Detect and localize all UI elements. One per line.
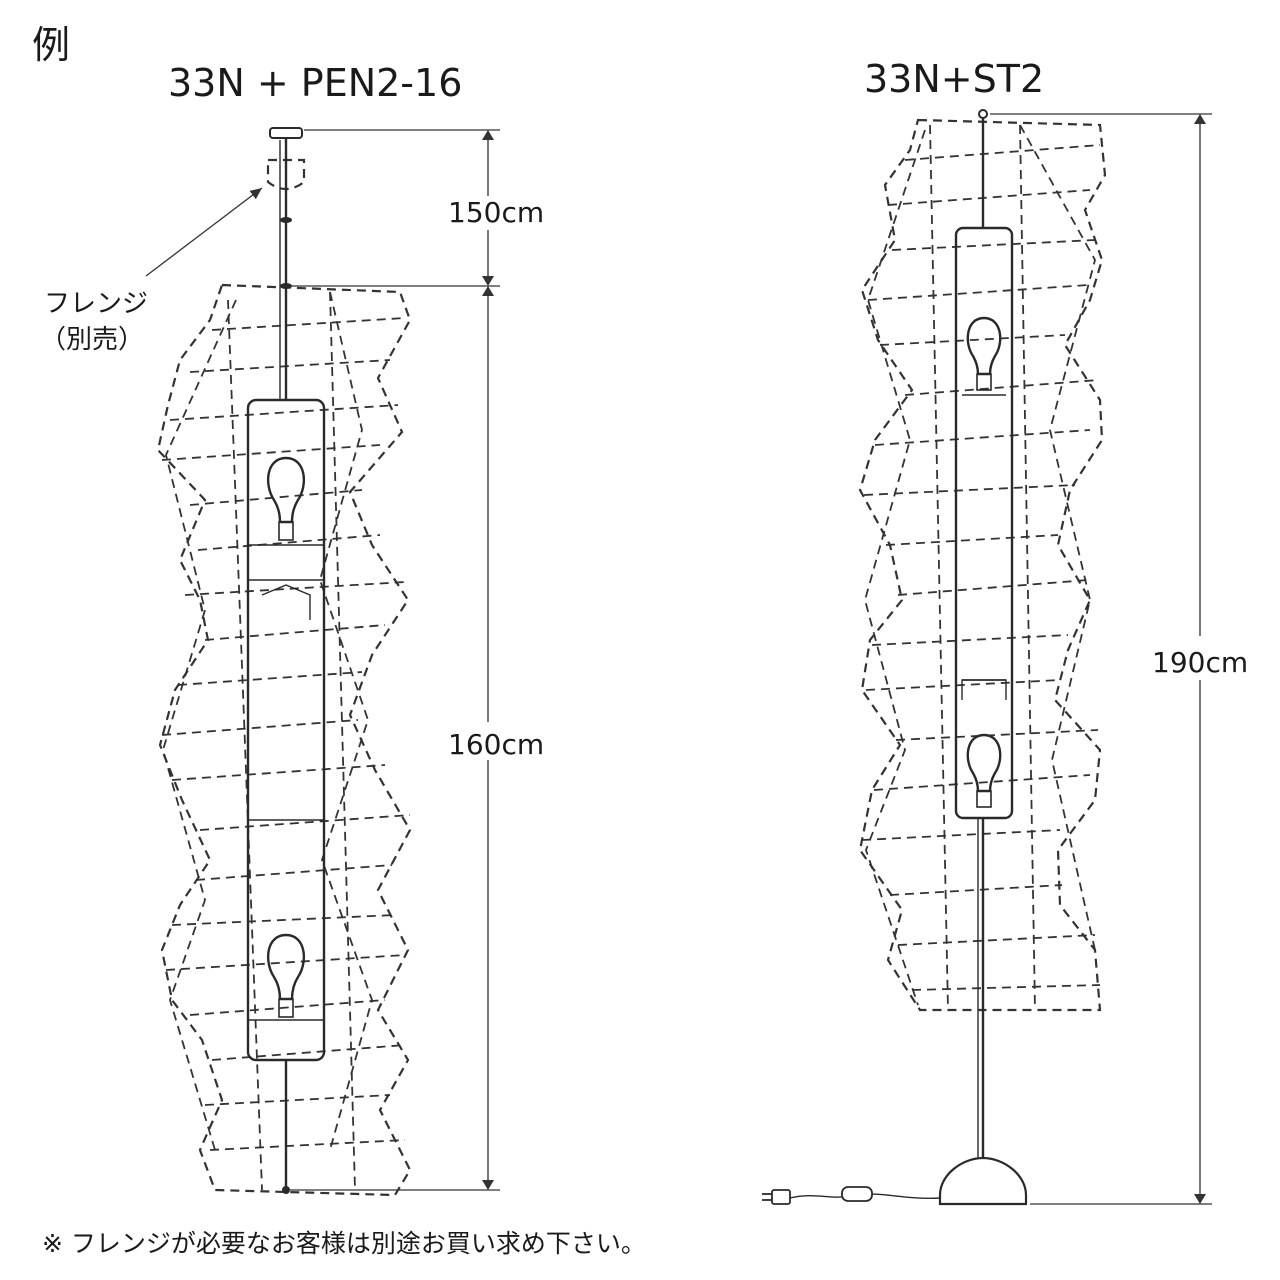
plug-icon bbox=[762, 1189, 791, 1205]
right-dimensions bbox=[990, 113, 1212, 1205]
right-shade-ribs bbox=[861, 124, 1101, 1011]
left-flange bbox=[266, 158, 306, 191]
right-bulb-upper bbox=[966, 316, 1002, 391]
left-dim-top-label: 150cm bbox=[448, 196, 544, 229]
right-floor-base bbox=[938, 1156, 1028, 1206]
flange-label-line2: （別売） bbox=[40, 325, 144, 355]
left-title: 33N + PEN2-16 bbox=[168, 61, 462, 105]
left-light-frame bbox=[246, 398, 326, 1062]
left-shade-outline bbox=[156, 283, 412, 1197]
cord-switch bbox=[841, 1186, 873, 1202]
left-bulb-upper bbox=[267, 456, 305, 541]
flange-label-line1: フレンジ bbox=[44, 289, 148, 319]
example-label: 例 bbox=[32, 23, 70, 67]
left-ceiling-canopy bbox=[269, 127, 303, 139]
right-title: 33N+ST2 bbox=[864, 57, 1044, 101]
left-dimensions bbox=[290, 129, 500, 1191]
right-dim-total-label: 190cm bbox=[1152, 646, 1248, 679]
left-lamp bbox=[156, 127, 412, 1197]
right-bulb-lower bbox=[966, 733, 1002, 808]
right-light-frame bbox=[954, 226, 1014, 820]
right-lamp bbox=[762, 109, 1107, 1206]
left-shade-ribs bbox=[161, 291, 411, 1191]
flange-leader-arrow bbox=[145, 187, 263, 277]
footnote: ※ フレンジが必要なお客様は別途お買い求め下さい。 bbox=[42, 1229, 646, 1258]
left-bulb-lower bbox=[267, 933, 305, 1018]
right-shade-outline bbox=[858, 118, 1107, 1012]
left-dim-main-label: 160cm bbox=[448, 728, 544, 761]
